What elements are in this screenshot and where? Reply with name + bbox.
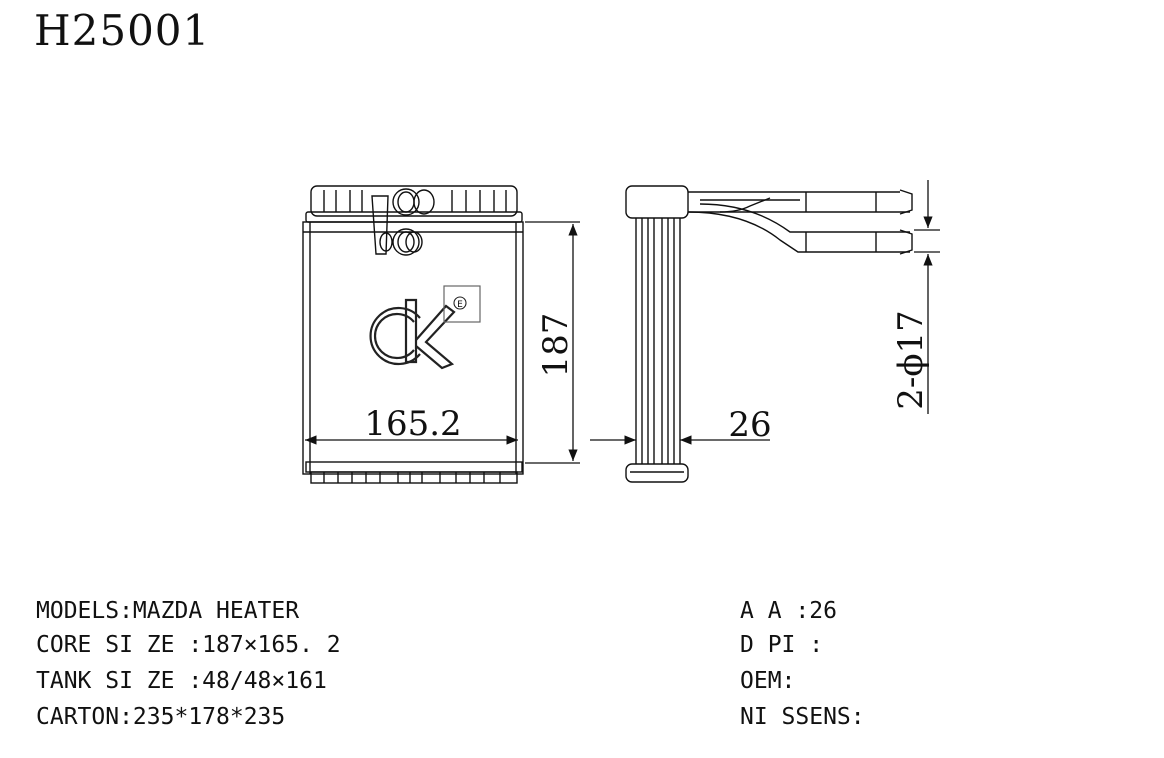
side-view [625, 185, 913, 483]
pipe-diameter-label: 2-ϕ17 [891, 310, 931, 410]
height-dimension: 187 [525, 221, 580, 464]
spec-oem: OEM: [740, 668, 796, 694]
spec-tank-size: TANK SI ZE :48/48×161 [36, 668, 327, 694]
spec-dpi: D PI : [740, 632, 824, 658]
core-height-label: 187 [536, 313, 576, 378]
logo-mark: E [457, 300, 463, 310]
spec-carton: CARTON:235*178*235 [36, 704, 286, 730]
front-view: E [302, 185, 524, 484]
pipe-dimension: 2-ϕ17 [891, 180, 940, 414]
width-dimension: 165.2 [305, 404, 518, 445]
ck-logo: E [369, 285, 481, 370]
core-width-label: 165.2 [364, 404, 461, 444]
spec-nissens: NI SSENS: [740, 704, 865, 730]
spec-models: MODELS:MAZDA HEATER [36, 598, 300, 624]
spec-core-size: CORE SI ZE :187×165. 2 [36, 632, 341, 658]
side-pipes [687, 189, 913, 255]
thickness-dimension: 26 [590, 405, 772, 445]
bottom-tank [305, 461, 523, 484]
core-body [302, 221, 524, 475]
part-number: H25001 [34, 6, 211, 55]
thickness-label: 26 [728, 405, 771, 445]
spec-aa: A A :26 [740, 598, 837, 624]
